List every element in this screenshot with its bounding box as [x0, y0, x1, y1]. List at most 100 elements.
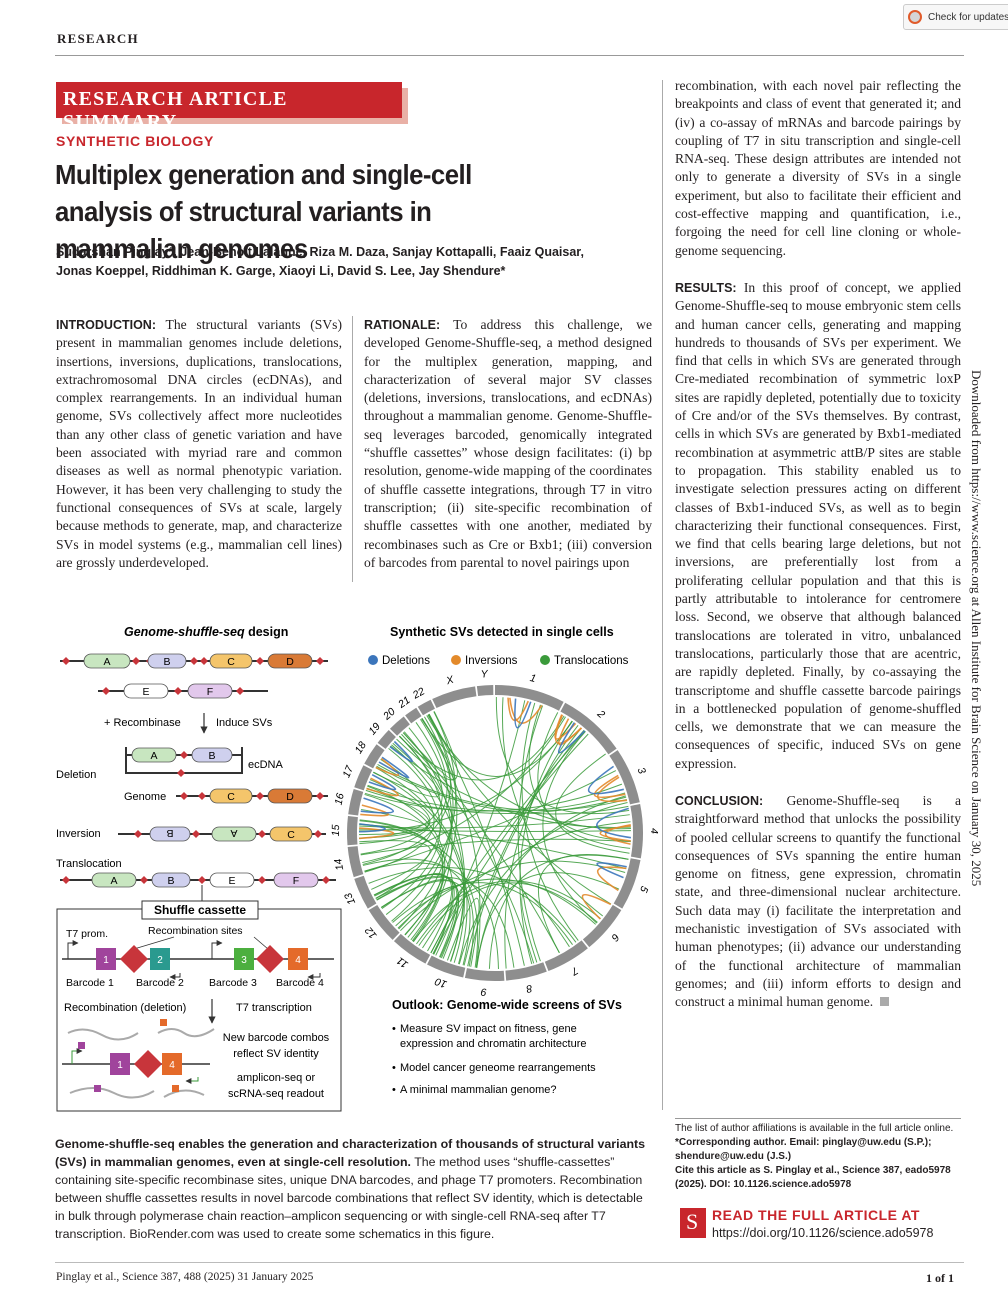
introduction-section: INTRODUCTION: The structural variants (S…	[56, 316, 342, 572]
barcode-number: 1	[103, 955, 109, 966]
cassette-label: C	[227, 791, 235, 803]
chromosome-label: 3	[635, 766, 648, 776]
chromosome-arc	[630, 803, 643, 859]
outlook-item: Measure SV impact on fitness, gene	[400, 1023, 577, 1035]
barcode-number: 3	[241, 955, 247, 966]
chromosome-arc	[432, 686, 477, 709]
sv-chord	[528, 704, 631, 842]
sv-chord	[514, 698, 532, 729]
barcode-number: 4	[295, 955, 301, 966]
shuffle-cassette-title: Shuffle cassette	[154, 903, 246, 917]
sv-chord	[368, 866, 577, 943]
download-watermark: Downloaded from https://www.science.org …	[969, 370, 984, 887]
sv-chord	[360, 718, 448, 855]
sv-chord	[596, 862, 627, 879]
barcode-label: Barcode 1	[66, 977, 114, 989]
results-heading: RESULTS:	[675, 280, 737, 295]
science-logo: S	[680, 1208, 706, 1238]
sv-chord	[360, 838, 631, 856]
sv-chord	[359, 820, 454, 955]
outlook-item: expression and chromatin architecture	[400, 1038, 586, 1050]
inversion-row: B A C	[118, 826, 326, 842]
sv-chord	[501, 697, 604, 917]
sv-chord	[588, 765, 624, 795]
chromosome-label: 22	[410, 685, 427, 702]
cassette-label: E	[228, 875, 235, 887]
sv-chord	[395, 878, 597, 927]
t7-transcription-label: T7 transcription	[236, 1002, 312, 1014]
chromosome-arc	[613, 858, 641, 909]
translocation-row: A B E F	[60, 872, 336, 901]
outlook-list: • Measure SV impact on fitness, gene exp…	[392, 1023, 596, 1096]
category-label: SYNTHETIC BIOLOGY	[56, 133, 214, 149]
cassette-label: B	[167, 875, 174, 887]
sv-chord	[360, 804, 389, 817]
sv-chord	[385, 711, 457, 915]
sv-chord	[554, 714, 583, 745]
sv-chord	[368, 773, 397, 791]
bullet-icon: •	[392, 1062, 396, 1074]
conclusion-heading: CONCLUSION:	[675, 793, 764, 808]
cassette-label: F	[207, 686, 213, 698]
sv-chord	[599, 824, 631, 842]
sv-chord	[596, 866, 627, 892]
design-title: Genome-shuffle-seq design	[124, 625, 288, 639]
circos-title: Synthetic SVs detected in single cells	[390, 625, 614, 639]
sv-chord	[376, 765, 629, 815]
sv-chord	[359, 823, 627, 870]
barcode-label: Barcode 2	[136, 977, 184, 989]
chromosome-label: 16	[333, 792, 347, 806]
sv-chord	[593, 774, 626, 799]
sv-chord	[404, 713, 458, 936]
footer-citation: Pinglay et al., Science 387, 488 (2025) …	[56, 1271, 314, 1283]
chromosome-arc	[389, 716, 410, 736]
amplicon-label: amplicon-seq or	[237, 1072, 316, 1084]
cassette-label: A	[103, 656, 110, 668]
chromosome-label: 10	[433, 975, 448, 990]
chromosome-arc	[495, 685, 564, 711]
article-doi-link[interactable]: https://doi.org/10.1126/science.ado5978	[712, 1226, 934, 1240]
barcode-number: 4	[169, 1060, 175, 1071]
sv-chord	[555, 753, 630, 854]
sv-chord	[403, 731, 453, 943]
barcode-number: 1	[117, 1060, 123, 1071]
sv-chord	[378, 756, 410, 779]
cassette-label: A	[230, 827, 237, 839]
sv-chord	[476, 795, 626, 968]
legend-label: Inversions	[465, 655, 518, 667]
chromosome-arc	[464, 968, 505, 981]
sv-chord	[517, 705, 544, 962]
citation-info: Cite this article as S. Pinglay et al., …	[675, 1165, 951, 1190]
recombinase-label: + Recombinase	[104, 717, 181, 729]
deletion-label: Deletion	[56, 769, 96, 781]
barcode-label: Barcode 3	[209, 977, 257, 989]
author-list: Sudarshan Pinglay*, Jean-Benoît Lalanne,…	[56, 245, 584, 278]
rationale-section: RATIONALE: To address this challenge, we…	[364, 316, 652, 572]
update-icon	[908, 10, 922, 24]
check-for-updates-button[interactable]: Check for updates	[903, 4, 1008, 30]
chromosome-arc	[427, 955, 466, 978]
sv-chord	[488, 854, 629, 969]
translocation-label: Translocation	[56, 858, 122, 870]
sv-chord	[360, 797, 395, 814]
sv-chord	[421, 718, 481, 968]
barcode-label: Barcode 4	[276, 977, 324, 989]
chromosome-label: 21	[395, 694, 412, 711]
cassette-label: C	[287, 829, 295, 841]
induce-label: Induce SVs	[216, 717, 273, 729]
chromosome-arc	[348, 788, 364, 816]
barcode-number: 2	[157, 955, 163, 966]
chromosome-arc	[582, 904, 622, 948]
article-title: Multiplex generation and single-cell ana…	[55, 159, 472, 264]
chromosome-label: 4	[648, 828, 658, 834]
sv-chord	[495, 697, 630, 815]
cassette-label: A	[110, 875, 117, 887]
ecdna-label: ecDNA	[248, 759, 284, 771]
rationale-text: To address this challenge, we developed …	[364, 317, 652, 570]
sv-chord	[389, 740, 414, 763]
cassette-label: F	[293, 875, 299, 887]
sv-chord	[362, 714, 451, 865]
introduction-heading: INTRODUCTION:	[56, 318, 156, 332]
chromosome-arc	[347, 846, 364, 878]
